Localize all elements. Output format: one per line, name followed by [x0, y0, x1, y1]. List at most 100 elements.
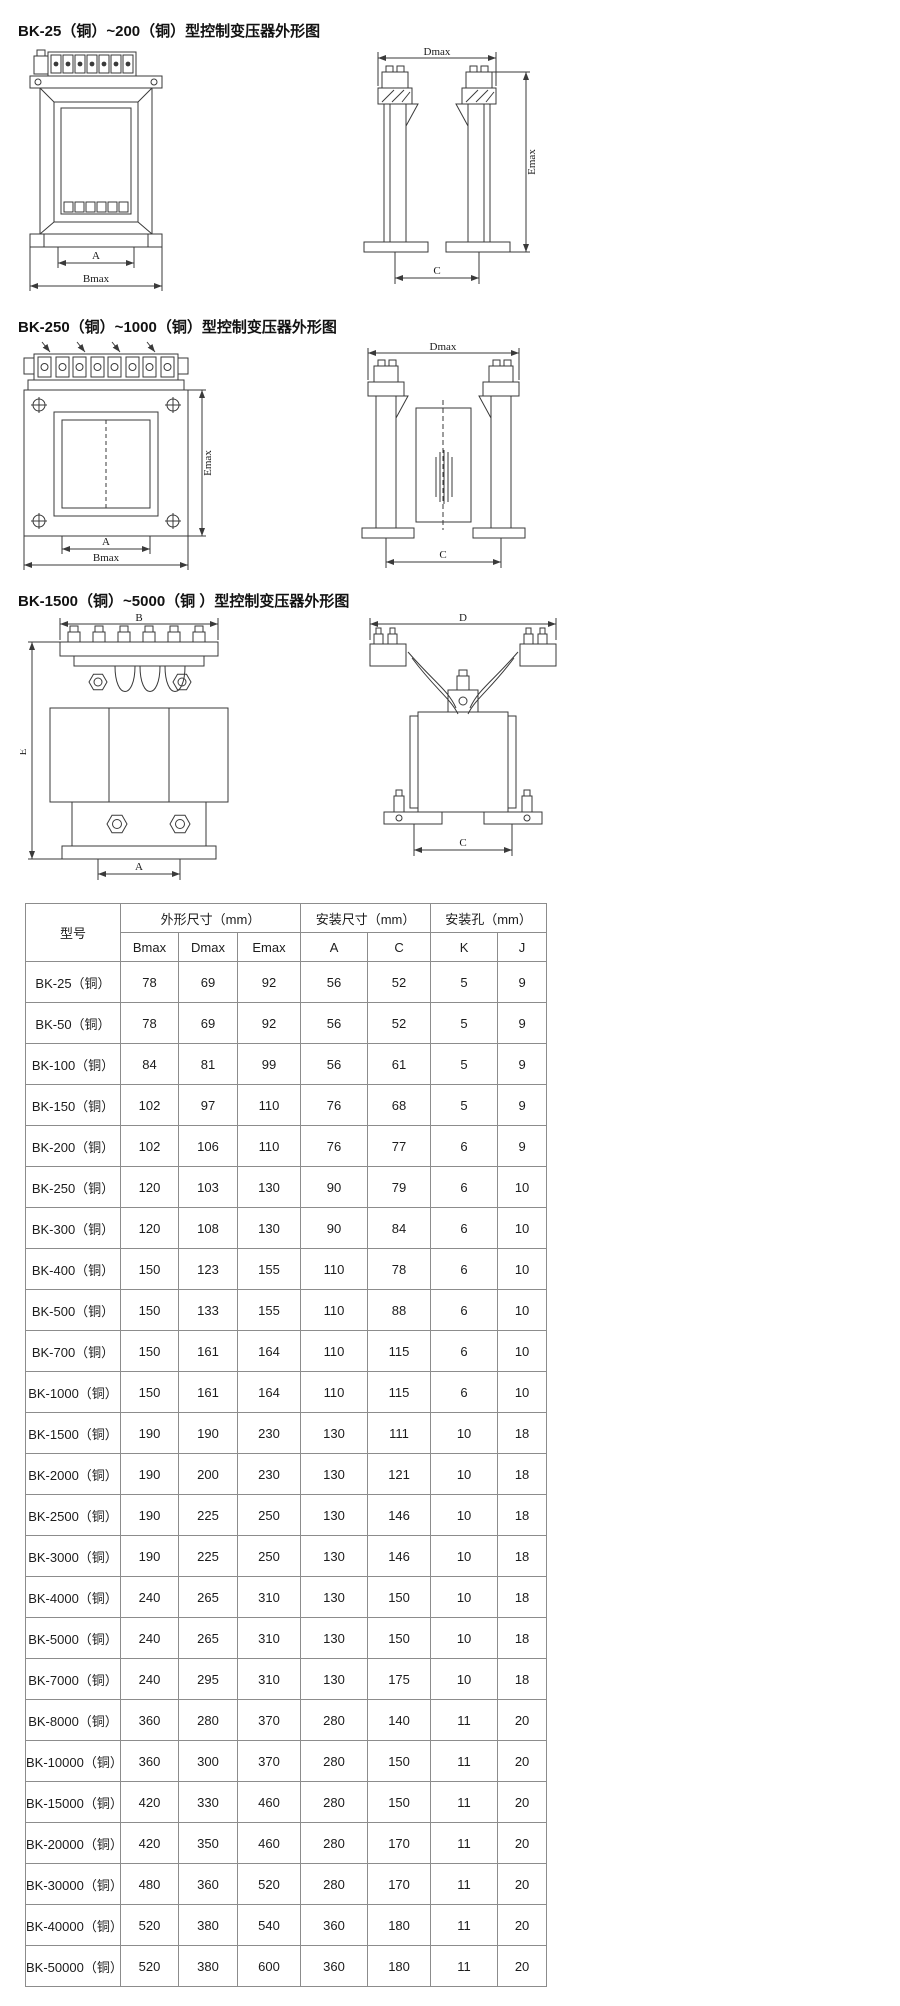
- value-cell: 155: [236, 1289, 302, 1331]
- dim-label-bmax: Bmax: [93, 552, 120, 564]
- value-cell: 130: [300, 1494, 369, 1536]
- value-cell: 170: [367, 1822, 432, 1864]
- value-cell: 360: [300, 1904, 369, 1946]
- dimension-dmax: Dmax: [377, 46, 497, 86]
- value-cell: 460: [236, 1822, 302, 1864]
- col-header-a: A: [300, 932, 369, 962]
- value-cell: 78: [120, 1002, 179, 1044]
- model-cell: BK-1000（铜）: [25, 1371, 121, 1413]
- value-cell: 420: [120, 1781, 179, 1823]
- col-header-c: C: [367, 932, 432, 962]
- value-cell: 190: [178, 1412, 238, 1454]
- spec-table-header: 型号 外形尺寸（mm） 安装尺寸（mm） 安装孔（mm） Bmax Dmax E…: [25, 903, 548, 962]
- dimension-d: D: [369, 612, 557, 640]
- section-title-bk25-200: BK-25（铜）~200（铜）型控制变压器外形图: [18, 23, 321, 40]
- dim-label-emax: Emax: [202, 450, 214, 476]
- value-cell: 10: [497, 1166, 548, 1208]
- value-cell: 110: [300, 1330, 369, 1372]
- group-header-mounting-dims: 安装尺寸（mm）: [300, 903, 432, 933]
- dimension-bmax: Bmax: [29, 247, 163, 291]
- value-cell: 150: [367, 1781, 432, 1823]
- value-cell: 9: [497, 1125, 548, 1167]
- value-cell: 130: [300, 1617, 369, 1659]
- value-cell: 52: [367, 1002, 432, 1044]
- value-cell: 180: [367, 1904, 432, 1946]
- dim-label-a: A: [135, 861, 143, 873]
- drawing-bk1500-side-view: D: [369, 612, 557, 856]
- value-cell: 11: [430, 1904, 499, 1946]
- value-cell: 250: [236, 1535, 302, 1577]
- value-cell: 69: [178, 961, 238, 1003]
- dim-label-dmax: Dmax: [424, 46, 451, 58]
- core-body: [29, 75, 163, 248]
- model-cell: BK-200（铜）: [25, 1125, 121, 1167]
- model-cell: BK-15000（铜）: [25, 1781, 123, 1823]
- value-cell: 460: [236, 1781, 302, 1823]
- dim-label-d: D: [459, 612, 467, 624]
- model-cell: BK-250（铜）: [25, 1166, 121, 1208]
- value-cell: 130: [236, 1207, 302, 1249]
- value-cell: 520: [120, 1945, 179, 1987]
- value-cell: 5: [430, 1002, 499, 1044]
- value-cell: 10: [430, 1658, 499, 1700]
- group-header-mounting-holes: 安装孔（mm）: [430, 903, 548, 933]
- value-cell: 265: [178, 1617, 238, 1659]
- value-cell: 9: [497, 1002, 548, 1044]
- value-cell: 130: [300, 1535, 369, 1577]
- value-cell: 11: [430, 1740, 499, 1782]
- core-body: [23, 379, 189, 537]
- value-cell: 90: [300, 1166, 369, 1208]
- value-cell: 56: [300, 1043, 369, 1085]
- terminal-assembly: [59, 625, 219, 692]
- value-cell: 350: [178, 1822, 238, 1864]
- model-cell: BK-4000（铜）: [25, 1576, 121, 1618]
- value-cell: 99: [236, 1043, 302, 1085]
- value-cell: 150: [120, 1330, 179, 1372]
- section-title-bk250-1000: BK-250（铜）~1000（铜）型控制变压器外形图: [18, 319, 337, 336]
- value-cell: 150: [367, 1740, 432, 1782]
- dim-label-c: C: [439, 549, 446, 561]
- value-cell: 240: [120, 1576, 179, 1618]
- value-cell: 280: [300, 1740, 369, 1782]
- col-header-model: 型号: [25, 903, 121, 962]
- model-cell: BK-25（铜）: [25, 961, 121, 1003]
- value-cell: 110: [236, 1084, 302, 1126]
- value-cell: 240: [120, 1658, 179, 1700]
- value-cell: 102: [120, 1125, 179, 1167]
- model-cell: BK-2000（铜）: [25, 1453, 121, 1495]
- value-cell: 190: [120, 1453, 179, 1495]
- value-cell: 360: [120, 1740, 179, 1782]
- section-title-bk1500-5000: BK-1500（铜）~5000（铜 ）型控制变压器外形图: [18, 593, 350, 610]
- value-cell: 150: [367, 1576, 432, 1618]
- value-cell: 190: [120, 1412, 179, 1454]
- value-cell: 200: [178, 1453, 238, 1495]
- value-cell: 600: [236, 1945, 302, 1987]
- value-cell: 280: [300, 1863, 369, 1905]
- value-cell: 5: [430, 961, 499, 1003]
- dimension-emax: Emax: [188, 389, 214, 537]
- dimension-c: C: [385, 538, 502, 568]
- value-cell: 9: [497, 961, 548, 1003]
- value-cell: 225: [178, 1494, 238, 1536]
- value-cell: 180: [367, 1945, 432, 1987]
- col-header-bmax: Bmax: [120, 932, 179, 962]
- dim-label-emax: Emax: [526, 149, 538, 175]
- dimension-a: A: [61, 536, 151, 554]
- value-cell: 10: [430, 1412, 499, 1454]
- value-cell: 10: [430, 1617, 499, 1659]
- col-header-j: J: [497, 932, 548, 962]
- value-cell: 164: [236, 1330, 302, 1372]
- value-cell: 10: [430, 1576, 499, 1618]
- terminal-assembly: [369, 627, 557, 715]
- value-cell: 6: [430, 1248, 499, 1290]
- value-cell: 140: [367, 1699, 432, 1741]
